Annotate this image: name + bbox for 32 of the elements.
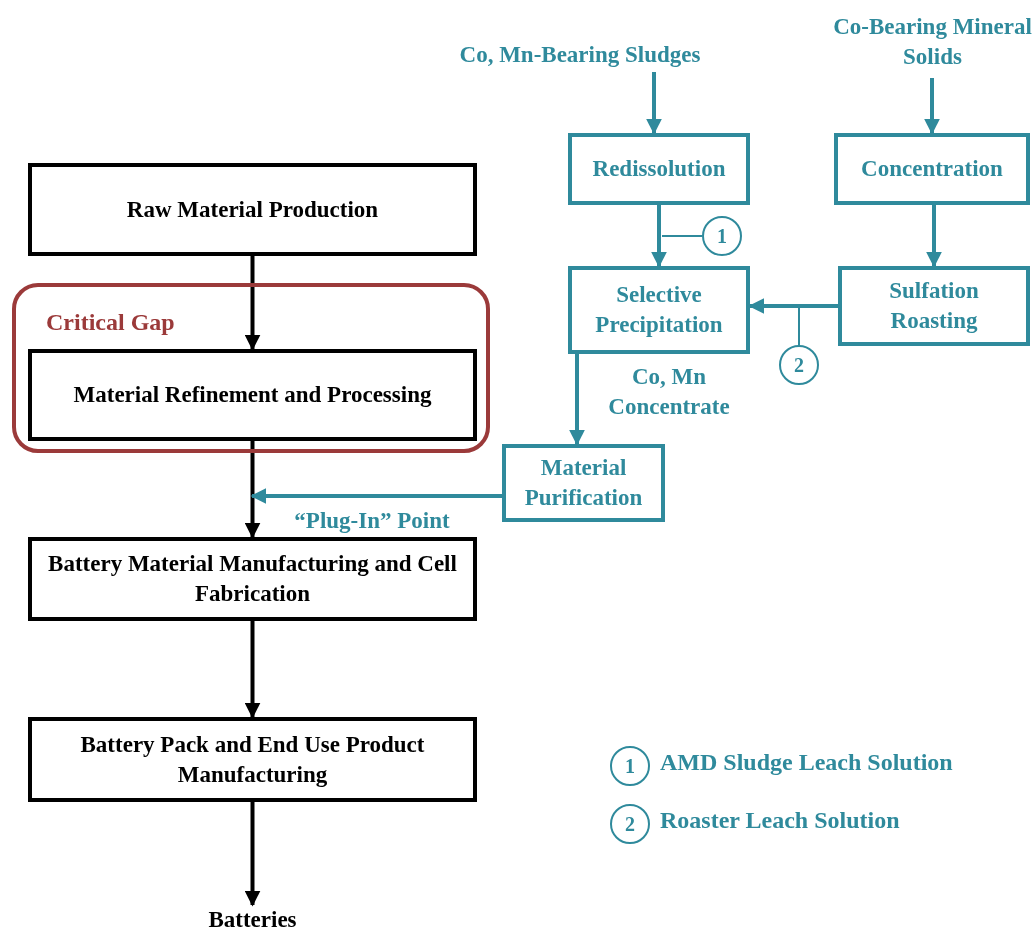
process-box: Material Refinement and Processing bbox=[28, 349, 477, 441]
process-box: Raw Material Production bbox=[28, 163, 477, 256]
process-box: Sulfation Roasting bbox=[838, 266, 1030, 346]
process-box: Concentration bbox=[834, 133, 1030, 205]
process-box: Material Purification bbox=[502, 444, 665, 522]
process-box: Selective Precipitation bbox=[568, 266, 750, 354]
arrow bbox=[250, 488, 502, 504]
legend-text: AMD Sludge Leach Solution bbox=[660, 749, 953, 776]
arrow bbox=[926, 205, 942, 268]
input-label: Co-Bearing Mineral Solids bbox=[830, 6, 1033, 78]
arrow bbox=[651, 205, 667, 268]
arrow bbox=[924, 78, 940, 135]
process-box: Battery Pack and End Use Product Manufacturing bbox=[28, 717, 477, 802]
arrow bbox=[244, 256, 261, 351]
output-label: Batteries bbox=[185, 905, 320, 934]
number-circle: 2 bbox=[779, 345, 819, 385]
group-title: Critical Gap bbox=[46, 308, 175, 337]
arrow bbox=[244, 621, 261, 719]
arrow bbox=[244, 802, 261, 907]
number-circle: 1 bbox=[702, 216, 742, 256]
legend-text: Roaster Leach Solution bbox=[660, 807, 900, 834]
leader-line bbox=[798, 305, 800, 346]
group-outline bbox=[12, 283, 490, 453]
number-circle: 1 bbox=[610, 746, 650, 786]
number-circle: 2 bbox=[610, 804, 650, 844]
input-label: Co, Mn-Bearing Sludges bbox=[420, 38, 740, 72]
process-box: Redissolution bbox=[568, 133, 750, 205]
arrow bbox=[244, 441, 261, 539]
process-box: Battery Material Manufacturing and Cell Fabrication bbox=[28, 537, 477, 621]
arrow bbox=[646, 72, 662, 135]
leader-line bbox=[661, 235, 703, 237]
arrow bbox=[569, 354, 585, 446]
